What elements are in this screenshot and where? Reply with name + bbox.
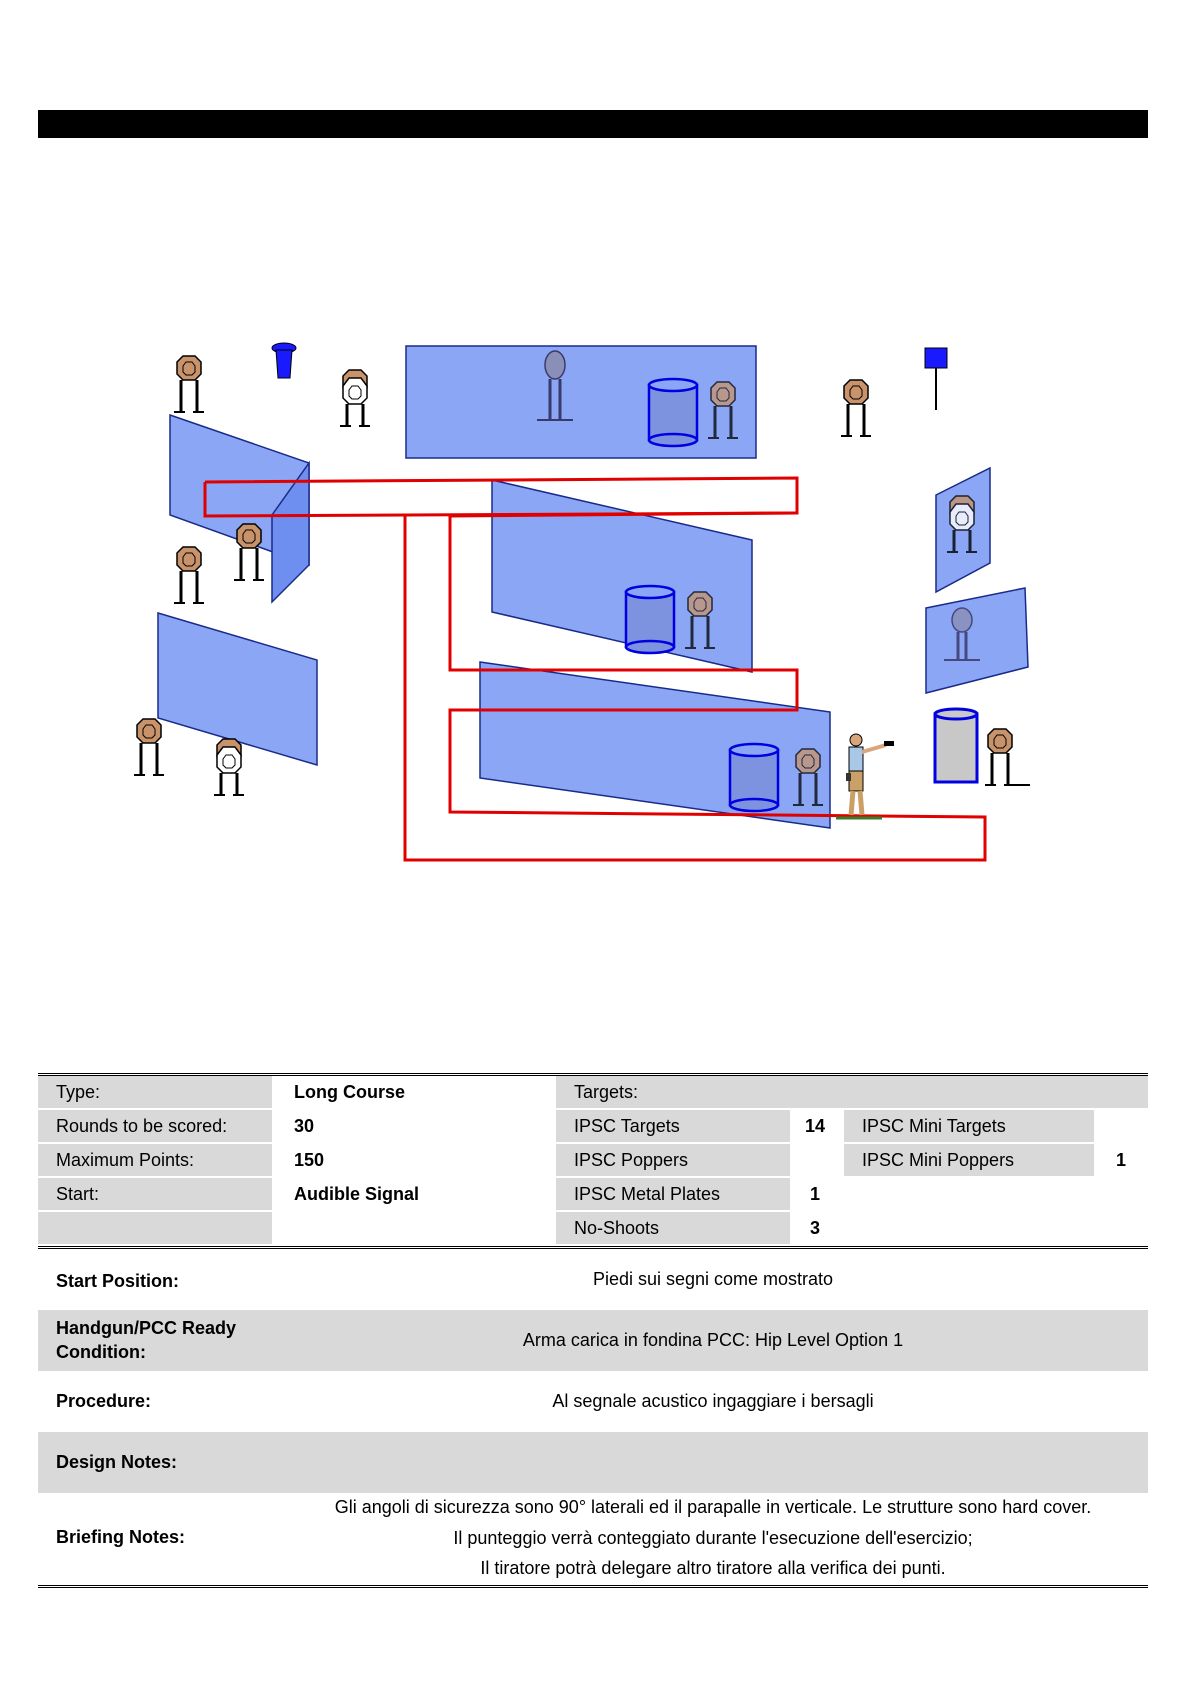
shooter-figure	[836, 733, 894, 820]
rounds-value: 30	[294, 1116, 315, 1136]
wall-right-lower	[925, 587, 1029, 694]
ready-condition-row: Handgun/PCC Ready Condition: Arma carica…	[38, 1310, 1148, 1371]
targets-label: Targets:	[556, 1076, 1148, 1108]
rounds-label: Rounds to be scored:	[38, 1110, 272, 1142]
ipsc-mini-targets-label: IPSC Mini Targets	[844, 1110, 1094, 1142]
briefing-line-2: Il punteggio verrà conteggiato durante l…	[453, 1528, 973, 1548]
target	[983, 727, 1030, 787]
type-label: Type:	[38, 1076, 272, 1108]
divider	[38, 1073, 1148, 1076]
empty-label-cell	[38, 1212, 272, 1244]
no-shoot-target	[212, 737, 246, 797]
no-shoot-target	[338, 368, 372, 428]
ready-condition-value: Arma carica in fondina PCC: Hip Level Op…	[522, 1330, 904, 1350]
stage-diagram	[132, 342, 1030, 862]
barrel	[624, 584, 676, 655]
ready-condition-label-line2: Condition:	[56, 1342, 146, 1362]
start-position-value: Piedi sui segni come mostrato	[592, 1269, 834, 1289]
start-label: Start:	[38, 1178, 272, 1210]
header-bar	[38, 110, 1148, 138]
start-position-row: Start Position: Piedi sui segni come mos…	[38, 1250, 1148, 1310]
barrel	[933, 707, 979, 784]
ipsc-targets-value: 14	[804, 1116, 826, 1136]
ipsc-metal-plates-value: 1	[809, 1184, 820, 1204]
target	[839, 378, 873, 438]
ipsc-mini-poppers-label: IPSC Mini Poppers	[844, 1144, 1094, 1176]
barrel	[728, 742, 780, 813]
wall-left-lower	[157, 611, 318, 767]
ready-condition-label-line1: Handgun/PCC Ready	[56, 1318, 237, 1338]
wall-back	[405, 345, 757, 459]
type-value: Long Course	[294, 1082, 405, 1102]
target	[172, 354, 206, 414]
no-shoots-label: No-Shoots	[556, 1212, 790, 1244]
design-notes-label: Design Notes:	[56, 1452, 178, 1472]
divider	[38, 1246, 1148, 1249]
briefing-notes-label: Briefing Notes:	[56, 1527, 186, 1547]
wall-middle-upper	[491, 479, 753, 673]
procedure-row: Procedure: Al segnale acustico ingaggiar…	[38, 1371, 1148, 1432]
fault-lines	[203, 476, 987, 862]
briefing-line-3: Il tiratore potrà delegare altro tirator…	[480, 1558, 946, 1578]
barrel	[647, 377, 699, 448]
procedure-label: Procedure:	[56, 1391, 152, 1411]
max-points-label: Maximum Points:	[38, 1144, 272, 1176]
start-position-label: Start Position:	[56, 1271, 180, 1291]
max-points-value: 150	[294, 1150, 325, 1170]
ipsc-mini-poppers-value: 1	[1115, 1150, 1126, 1170]
popper-target	[944, 607, 980, 661]
briefing-line-1: Gli angoli di sicurezza sono 90° lateral…	[334, 1497, 1092, 1517]
steel-popper	[271, 342, 297, 379]
metal-plate	[924, 347, 948, 410]
no-shoots-value: 3	[809, 1218, 820, 1238]
divider	[38, 1585, 1148, 1588]
briefing-notes-row: Briefing Notes: Gli angoli di sicurezza …	[38, 1493, 1148, 1585]
design-notes-row: Design Notes:	[38, 1432, 1148, 1493]
target	[232, 522, 266, 582]
procedure-value: Al segnale acustico ingaggiare i bersagl…	[552, 1391, 874, 1411]
ipsc-metal-plates-label: IPSC Metal Plates	[556, 1178, 790, 1210]
ipsc-poppers-label: IPSC Poppers	[556, 1144, 790, 1176]
popper-target	[537, 350, 573, 421]
target	[132, 717, 166, 777]
target	[172, 545, 206, 605]
ipsc-targets-label: IPSC Targets	[556, 1110, 790, 1142]
start-value: Audible Signal	[294, 1184, 420, 1204]
